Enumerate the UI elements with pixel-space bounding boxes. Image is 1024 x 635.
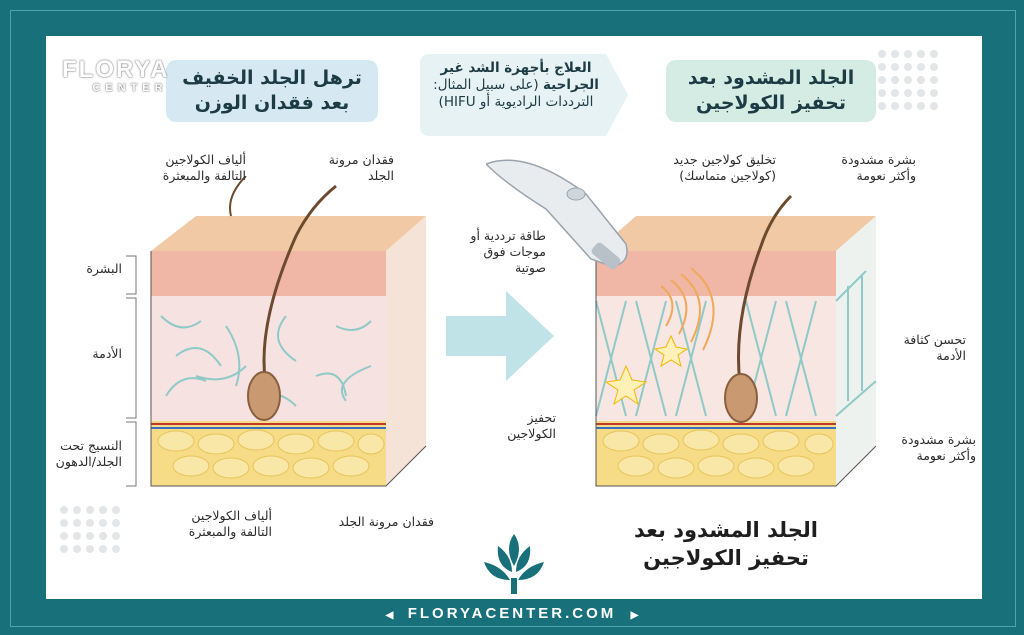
header-middle-shape [420,54,628,136]
label-tight-skin-bottom-line2: وأكثر نعومة [916,448,976,463]
label-collagen-top-line2: التالفة والمبعثرة [162,168,246,183]
label-collagen-top-line1: ألياف الكولاجين [165,152,246,167]
label-elasticity-top-line2: الجلد [367,168,394,183]
layer-brackets [126,255,137,487]
label-epidermis: البشرة [86,261,122,276]
label-collagen-bottom-line2: التالفة والمبعثرة [188,524,272,539]
decorative-dots-top-right [878,50,943,115]
right-epidermis-top [596,216,876,251]
header-right-line2: تحفيز الكولاجين [696,92,846,114]
label-tight-skin-bottom-line1: بشرة مشدودة [901,432,976,447]
footer-arrow-left-icon: ◀ [385,610,394,621]
left-block-outline [150,251,427,487]
left-hair [262,184,337,387]
label-new-collagen-line2: (كولاجين متماسك) [679,168,776,183]
transition-arrow [446,291,554,381]
left-fat-cells [157,429,385,479]
label-stimulation: تحفيز الكولاجين [486,410,556,442]
bottom-caption-line2: تحفيز الكولاجين [643,546,809,570]
bottom-caption-line1: الجلد المشدود بعد [634,518,818,542]
header-middle-banner: العلاج بأجهزة الشد غير الجراحية (على سبي… [420,54,630,136]
header-right-banner: الجلد المشدود بعد تحفيز الكولاجين [666,60,876,122]
bottom-caption: الجلد المشدود بعد تحفيز الكولاجين [606,516,846,572]
label-dermis: الأدمة [92,346,122,361]
lotus-logo-icon [484,534,544,594]
label-energy-line1: طاقة ترددية أو [470,228,546,243]
label-collagen-bottom-line1: ألياف الكولاجين [191,508,272,523]
header-middle-line1: العلاج بأجهزة الشد غير [440,60,592,76]
label-dermis-density-line2: الأدمة [936,348,966,363]
label-subcutis-line1: النسيج تحت [60,438,122,453]
footer: ◀ FLORYACENTER.COM ▶ [0,605,1024,622]
right-skin-illustration [595,194,877,487]
label-dermis-density-line1: تحسن كثافة [903,332,966,347]
footer-arrow-right-icon: ▶ [630,610,639,621]
left-skin-illustration [150,176,427,487]
label-elasticity-bottom: فقدان مرونة الجلد [338,514,434,529]
label-new-collagen: تخليق كولاجين جديد (كولاجين متماسك) [626,152,776,184]
header-left-banner: ترهل الجلد الخفيف بعد فقدان الوزن [166,60,378,122]
label-tight-skin-top-line2: وأكثر نعومة [856,168,916,183]
collagen-stimulation-stars [604,334,689,406]
label-tight-skin-bottom: بشرة مشدودة وأكثر نعومة [866,432,976,464]
label-collagen-top: ألياف الكولاجين التالفة والمبعثرة [106,152,246,184]
brand-logo-sub: CENTER [92,82,168,94]
decorative-dots-bottom-left [60,506,125,558]
label-subcutis-line2: الجلد/الدهون [55,454,122,469]
rf-device-handpiece [486,159,628,270]
header-middle-line4: الترددات الراديوية أو HIFU) [438,94,594,110]
header-right-line1: الجلد المشدود بعد [687,67,855,89]
label-elasticity-top-line1: فقدان مرونة [328,152,394,167]
label-stimulation-line1: تحفيز [527,410,556,425]
header-middle-line3: (على سبيل المثال: [433,77,539,93]
left-hair-follicle [247,371,281,421]
label-tight-skin-top: بشرة مشدودة وأكثر نعومة [806,152,916,184]
left-epidermis-top [151,216,426,251]
label-tight-skin-top-line1: بشرة مشدودة [841,152,916,167]
brand-logo: FLORYA CENTER [62,56,170,95]
label-new-collagen-line1: تخليق كولاجين جديد [673,152,776,167]
label-stimulation-line2: الكولاجين [507,426,556,441]
right-fat-cells [602,429,834,479]
label-subcutis: النسيج تحت الجلد/الدهون [46,438,122,470]
right-block-outline [595,251,877,487]
right-hair [737,194,793,392]
left-hair-small [229,176,247,217]
header-middle-line2: الجراحية [542,77,599,93]
footer-website: FLORYACENTER.COM [407,605,617,622]
left-side-face [386,216,426,486]
label-energy-line3: صوتية [514,260,546,275]
label-elasticity-top: فقدان مرونة الجلد [294,152,394,184]
label-collagen-bottom: ألياف الكولاجين التالفة والمبعثرة [142,508,272,540]
label-dermis-density: تحسن كثافة الأدمة [876,332,966,364]
energy-waves [660,267,715,351]
left-epidermis-front [151,251,386,296]
right-hair-follicle [724,373,758,423]
right-epidermis-front [596,251,836,296]
infographic-card: ترهل الجلد الخفيف بعد فقدان الوزن العلاج… [46,36,982,599]
label-energy-line2: موجات فوق [483,244,546,259]
header-left-line1: ترهل الجلد الخفيف [182,67,362,89]
header-left-line2: بعد فقدان الوزن [194,92,350,114]
label-energy: طاقة ترددية أو موجات فوق صوتية [426,228,546,276]
right-side-face [836,216,876,486]
brand-logo-name: FLORYA [62,56,170,83]
